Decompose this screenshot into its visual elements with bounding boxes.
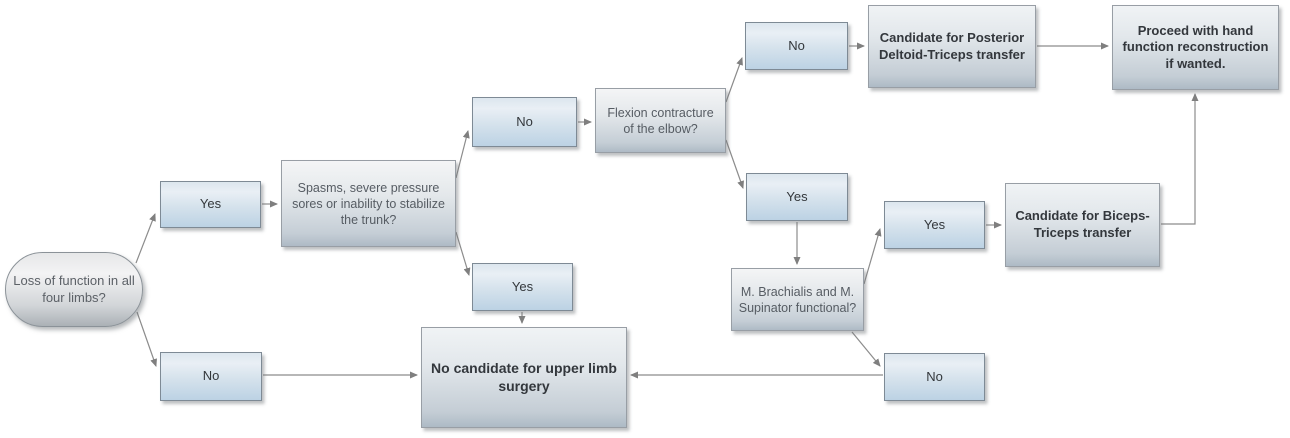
edge-spasms-no2 <box>455 130 470 179</box>
edge-brachialis-no4 <box>851 331 881 367</box>
node-flexion-question: Flexion contracture of the elbow? <box>595 88 726 153</box>
node-biceps-triceps-outcome: Candidate for Biceps-Triceps transfer <box>1005 183 1160 267</box>
edge-start-no1 <box>136 311 157 367</box>
node-brachialis-question: M. Brachialis and M. Supinator functiona… <box>731 268 864 331</box>
edge-start-yes1 <box>135 213 156 264</box>
edge-brachialis-yes4 <box>863 228 882 285</box>
node-deltoid-triceps-outcome: Candidate for Posterior Deltoid-Triceps … <box>868 5 1036 88</box>
node-proceed-hand-reconstruction-outcome: Proceed with hand function reconstructio… <box>1112 5 1279 90</box>
edge-flexion-no3 <box>725 57 743 103</box>
edge-spasms-yes2 <box>455 231 471 276</box>
edge-biceps-proceed <box>1161 93 1199 225</box>
node-no-after-spasms: No <box>472 97 577 147</box>
node-yes-after-brachialis: Yes <box>884 201 985 249</box>
node-spasms-question: Spasms, severe pressure sores or inabili… <box>281 160 456 247</box>
node-start: Loss of function in all four limbs? <box>5 252 143 327</box>
node-no-after-flexion: No <box>745 22 848 70</box>
node-no-after-brachialis: No <box>884 353 985 401</box>
node-yes-after-start: Yes <box>160 181 261 228</box>
node-no-candidate-outcome: No candidate for upper limb surgery <box>421 327 627 428</box>
edge-flexion-yes3 <box>725 139 744 189</box>
node-no-after-start: No <box>160 352 262 401</box>
node-yes-after-spasms: Yes <box>472 263 573 311</box>
node-yes-after-flexion: Yes <box>746 173 848 221</box>
